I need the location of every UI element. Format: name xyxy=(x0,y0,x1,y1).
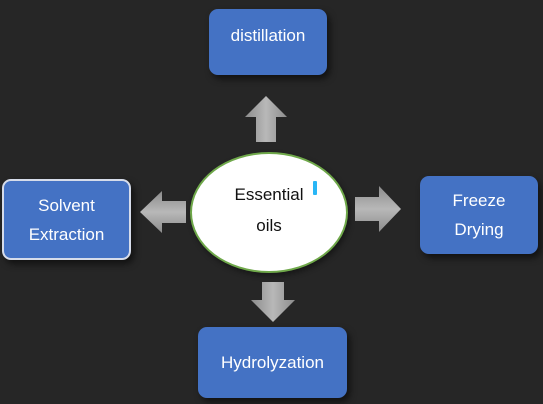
node-hydrolyzation-label: Hydrolyzation xyxy=(221,353,324,372)
node-hydrolyzation[interactable]: Hydrolyzation xyxy=(198,327,347,398)
node-solvent-extraction-label: Solvent Extraction xyxy=(28,195,105,244)
node-freeze-drying[interactable]: Freeze Drying xyxy=(420,176,538,254)
arrow-down-icon xyxy=(251,282,295,322)
node-distillation-label: distillation xyxy=(230,26,306,45)
arrow-up-icon xyxy=(245,96,287,142)
arrow-right-icon xyxy=(355,186,401,232)
node-freeze-drying-label: Freeze Drying xyxy=(452,191,506,239)
node-solvent-extraction[interactable]: Solvent Extraction xyxy=(2,179,131,260)
node-distillation[interactable]: distillation xyxy=(209,9,327,75)
arrow-left-icon xyxy=(140,191,186,233)
center-node-essential-oils[interactable]: Essential oils xyxy=(190,152,348,273)
text-cursor-icon xyxy=(313,181,317,195)
center-node-label: Essential oils xyxy=(234,185,304,235)
